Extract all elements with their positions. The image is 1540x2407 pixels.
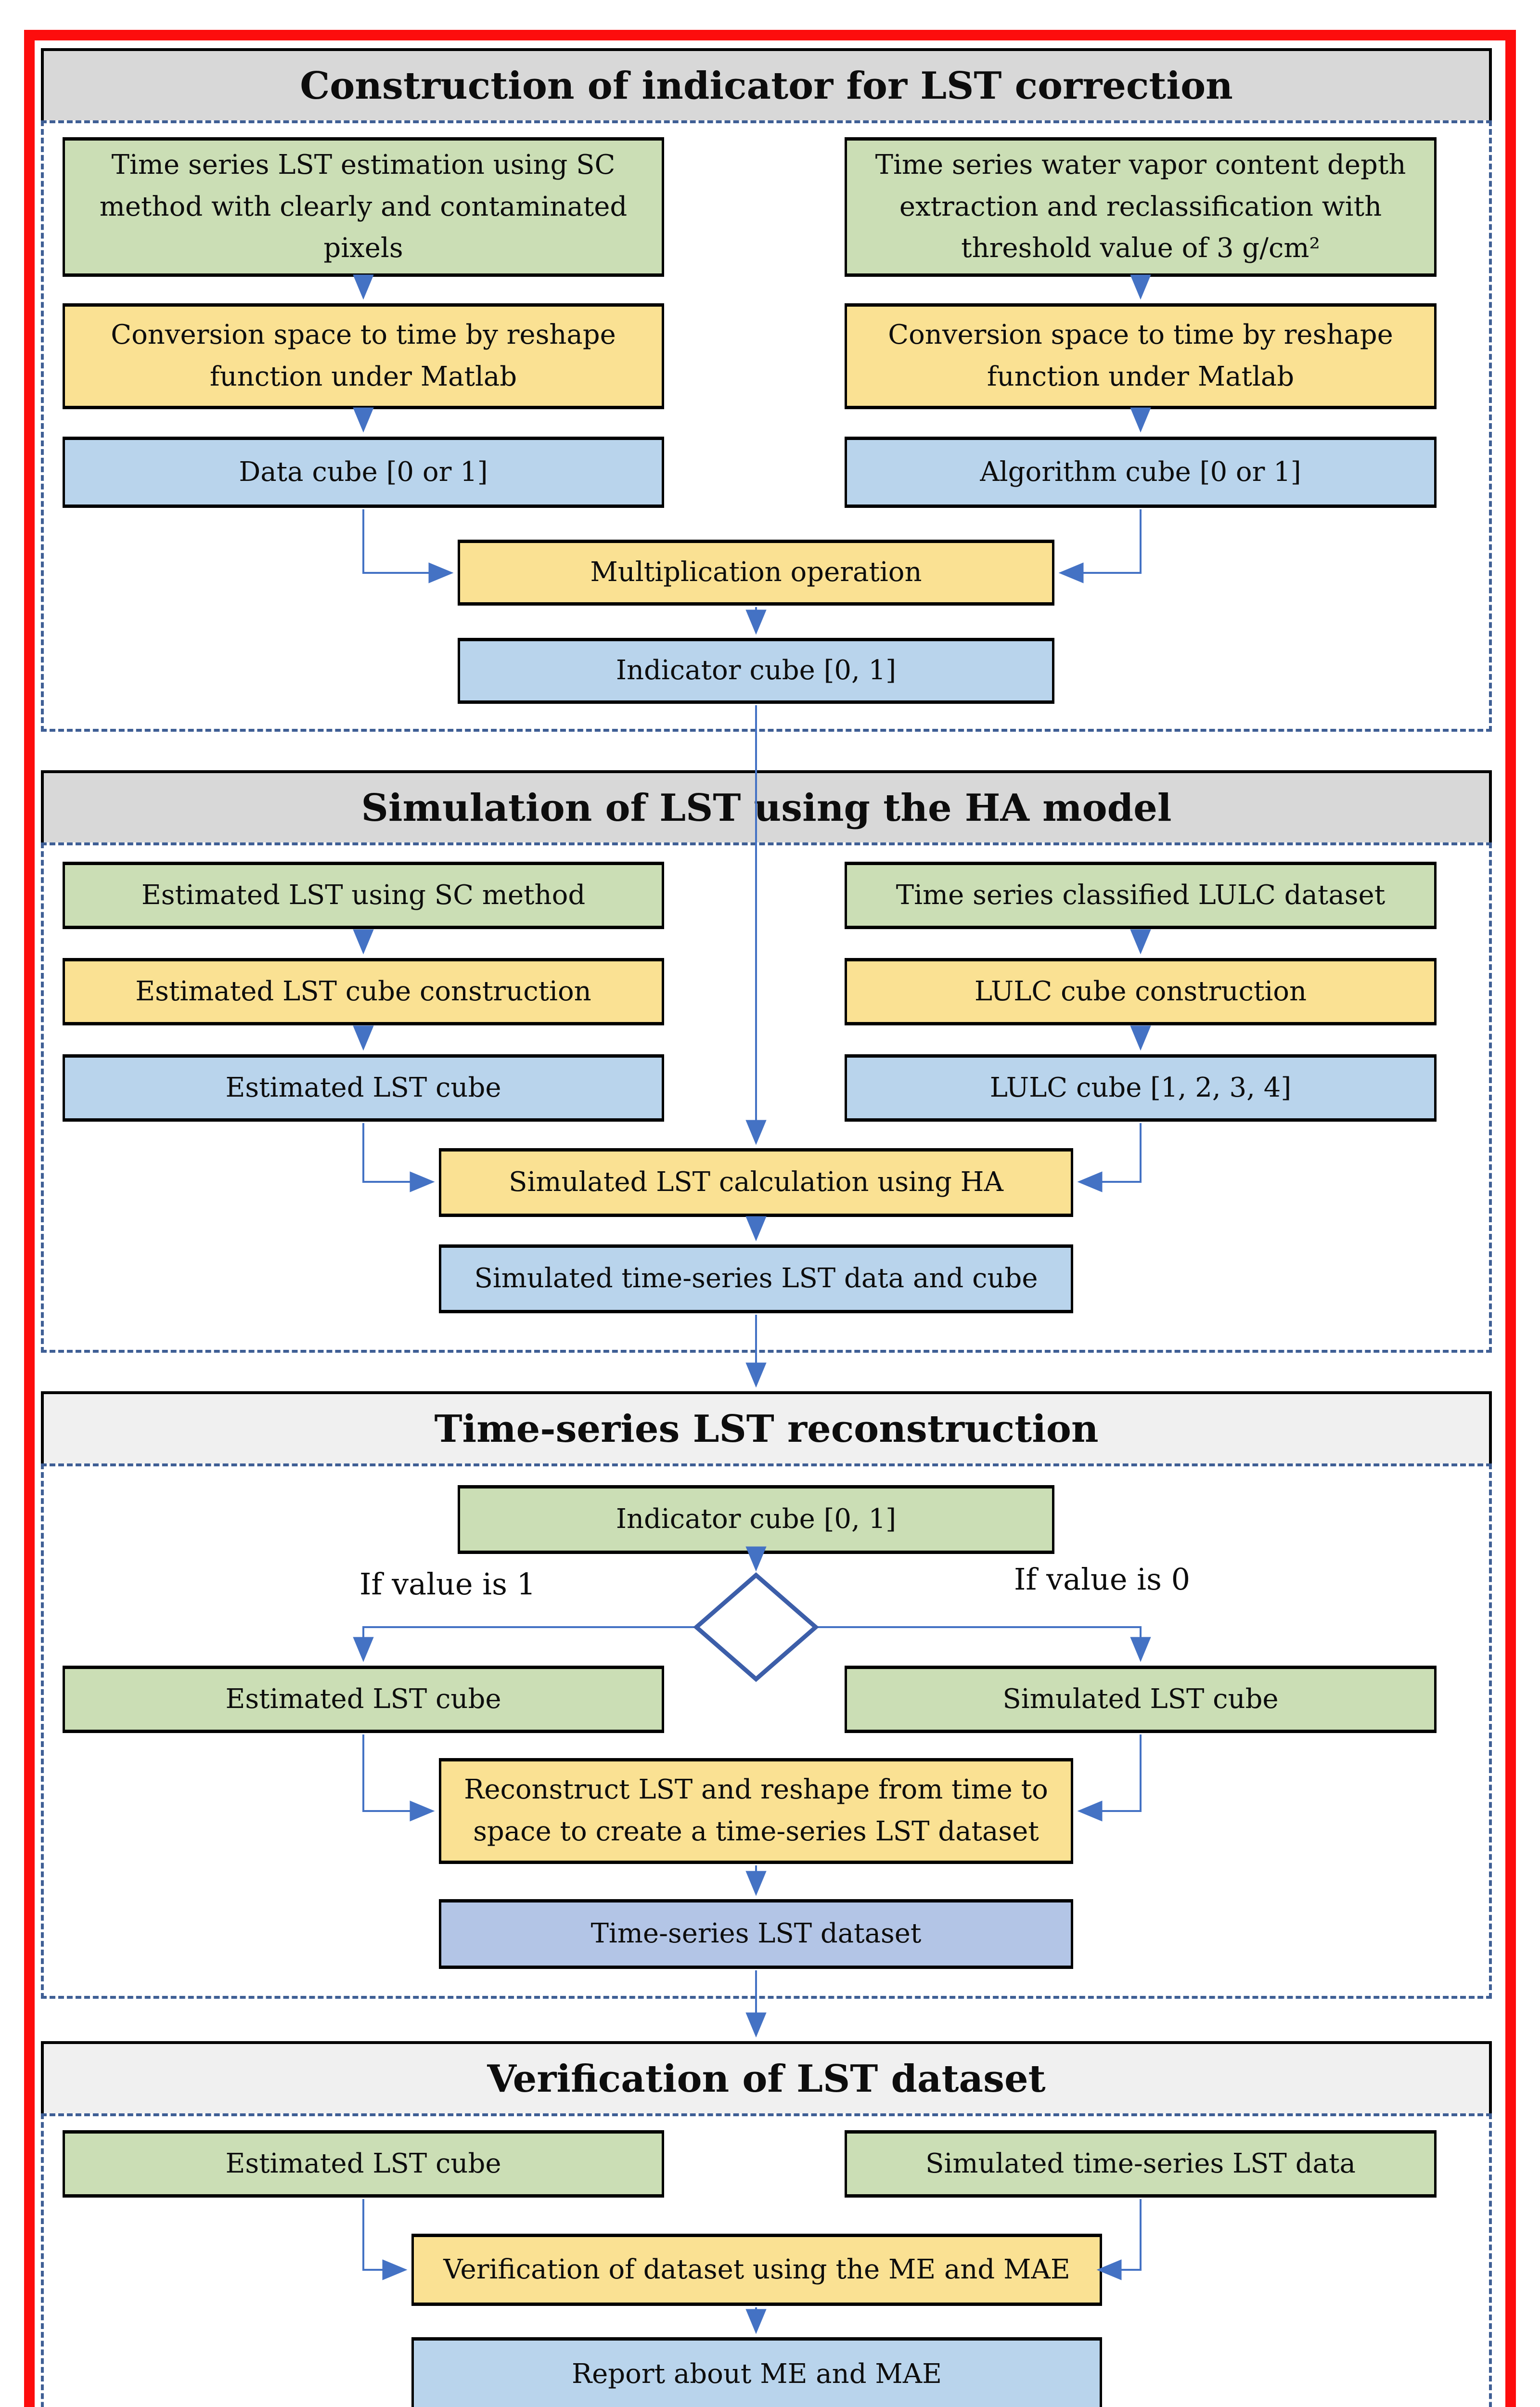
section-4-header: Verification of LST dataset xyxy=(41,2041,1492,2113)
input-box-estimated-lst-cube-verify: Estimated LST cube xyxy=(63,2130,664,2198)
process-box-multiplication: Multiplication operation xyxy=(458,540,1054,606)
section-3-container xyxy=(41,1463,1492,1999)
output-box-estimated-lst-cube: Estimated LST cube xyxy=(63,1054,664,1122)
input-box-water-vapor-extraction: Time series water vapor content depth ex… xyxy=(845,137,1437,277)
input-box-simulated-lst-data-verify: Simulated time-series LST data xyxy=(845,2130,1437,2198)
section-2-title: Simulation of LST using the HA model xyxy=(361,786,1172,830)
input-box-estimated-lst-sc: Estimated LST using SC method xyxy=(63,862,664,929)
output-box-data-cube: Data cube [0 or 1] xyxy=(63,437,664,508)
process-box-lst-cube-construction: Estimated LST cube construction xyxy=(63,958,664,1025)
input-box-estimated-lst-cube-branch: Estimated LST cube xyxy=(63,1666,664,1733)
output-box-time-series-lst-dataset: Time-series LST dataset xyxy=(439,1899,1073,1969)
process-box-reshape-left: Conversion space to time by reshape func… xyxy=(63,303,664,409)
output-box-lulc-cube: LULC cube [1, 2, 3, 4] xyxy=(845,1054,1437,1122)
section-3-header: Time-series LST reconstruction xyxy=(41,1391,1492,1463)
section-2-header: Simulation of LST using the HA model xyxy=(41,770,1492,842)
output-box-indicator-cube: Indicator cube [0, 1] xyxy=(458,638,1054,704)
process-box-verification-me-mae: Verification of dataset using the ME and… xyxy=(411,2234,1102,2306)
section-3-title: Time-series LST reconstruction xyxy=(434,1407,1099,1451)
output-box-report-me-mae: Report about ME and MAE xyxy=(411,2337,1102,2407)
section-4-title: Verification of LST dataset xyxy=(487,2057,1046,2101)
process-box-reshape-right: Conversion space to time by reshape func… xyxy=(845,303,1437,409)
section-4-container xyxy=(41,2113,1492,2407)
input-box-lulc-dataset: Time series classified LULC dataset xyxy=(845,862,1437,929)
output-box-simulated-lst-data: Simulated time-series LST data and cube xyxy=(439,1244,1073,1313)
input-box-indicator-cube: Indicator cube [0, 1] xyxy=(458,1485,1054,1554)
section-2-container xyxy=(41,842,1492,1353)
process-box-ha-calculation: Simulated LST calculation using HA xyxy=(439,1148,1073,1217)
section-1-title: Construction of indicator for LST correc… xyxy=(300,64,1233,108)
input-box-simulated-lst-cube-branch: Simulated LST cube xyxy=(845,1666,1437,1733)
branch-label-value-0: If value is 0 xyxy=(1014,1561,1191,1597)
process-box-lulc-cube-construction: LULC cube construction xyxy=(845,958,1437,1025)
input-box-lst-estimation: Time series LST estimation using SC meth… xyxy=(63,137,664,277)
figure-red-border xyxy=(24,30,1516,2407)
section-1-header: Construction of indicator for LST correc… xyxy=(41,48,1492,120)
branch-label-value-1: If value is 1 xyxy=(359,1566,536,1602)
output-box-algorithm-cube: Algorithm cube [0 or 1] xyxy=(845,437,1437,508)
process-box-reconstruct-lst: Reconstruct LST and reshape from time to… xyxy=(439,1758,1073,1864)
section-1-container xyxy=(41,120,1492,732)
